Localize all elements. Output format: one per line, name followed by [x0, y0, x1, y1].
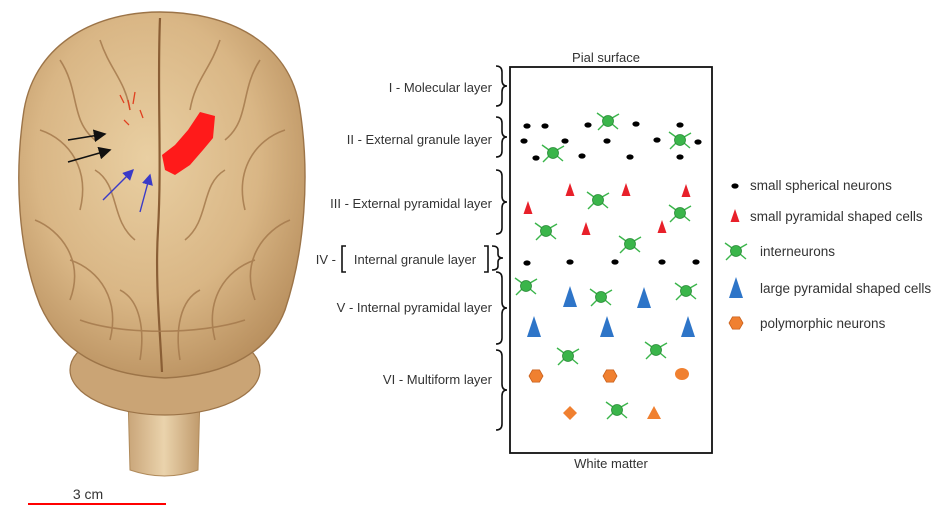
bracket-layer-IV — [492, 246, 503, 270]
scale-bar: 3 cm — [28, 486, 166, 504]
legend-icons — [725, 183, 747, 329]
cell-small-ellipse-28 — [566, 259, 573, 264]
layer-I-label: I - Molecular layer — [389, 80, 493, 95]
layer-IV-boxed-label: Internal granule layer — [354, 252, 477, 267]
legend-icon-small-triangle — [731, 209, 740, 222]
legend-label-small-spherical-neurons: small spherical neurons — [750, 178, 892, 193]
cell-small-ellipse-13 — [676, 154, 683, 159]
bracket-layer-I — [496, 66, 507, 106]
scale-bar-label: 3 cm — [73, 486, 103, 502]
legend-icon-small-ellipse — [731, 183, 738, 188]
bracket-layer-III — [496, 170, 507, 234]
cell-small-ellipse-31 — [692, 259, 699, 264]
white-matter-label: White matter — [574, 456, 648, 471]
bracket-layer-II — [496, 117, 507, 157]
cortex-diagram: Pial surface White matter I - Molecular … — [316, 50, 712, 471]
legend-label-small-pyramidal-cells: small pyramidal shaped cells — [750, 209, 923, 224]
cell-orange-oval-45 — [675, 368, 689, 380]
cerebrum — [19, 12, 305, 378]
cell-small-ellipse-3 — [632, 121, 639, 126]
legend-icon-star-circle — [725, 243, 747, 260]
bracket-layer-V — [496, 272, 507, 344]
layer-II-label: II - External granule layer — [347, 132, 493, 147]
cell-small-ellipse-7 — [603, 138, 610, 143]
cell-small-ellipse-0 — [523, 123, 530, 128]
legend: small spherical neurons small pyramidal … — [725, 178, 931, 331]
cell-small-ellipse-30 — [658, 259, 665, 264]
bracket-layer-VI — [496, 350, 507, 430]
cell-small-ellipse-29 — [611, 259, 618, 264]
layer-IV-label: IV - — [316, 252, 336, 267]
cell-small-ellipse-10 — [532, 155, 539, 160]
cell-hexagon-43 — [529, 370, 543, 382]
layer-V-label: V - Internal pyramidal layer — [337, 300, 493, 315]
pial-surface-label: Pial surface — [572, 50, 640, 65]
cell-small-ellipse-1 — [541, 123, 548, 128]
cell-hexagon-44 — [603, 370, 617, 382]
legend-icon-large-triangle — [729, 277, 743, 298]
cell-small-ellipse-5 — [520, 138, 527, 143]
brain-photo — [19, 12, 305, 476]
layer-III-label: III - External pyramidal layer — [330, 196, 493, 211]
cell-small-ellipse-4 — [676, 122, 683, 127]
legend-icon-hexagon — [729, 317, 743, 329]
cell-small-ellipse-8 — [653, 137, 660, 142]
cell-small-ellipse-2 — [584, 122, 591, 127]
cell-small-ellipse-11 — [578, 153, 585, 158]
cell-small-ellipse-9 — [694, 139, 701, 144]
layer-VI-label: VI - Multiform layer — [383, 372, 493, 387]
cell-small-ellipse-12 — [626, 154, 633, 159]
legend-label-interneurons: interneurons — [760, 244, 835, 259]
cell-small-ellipse-27 — [523, 260, 530, 265]
legend-label-polymorphic-neurons: polymorphic neurons — [760, 316, 886, 331]
legend-label-large-pyramidal-cells: large pyramidal shaped cells — [760, 281, 931, 296]
cell-small-ellipse-6 — [561, 138, 568, 143]
